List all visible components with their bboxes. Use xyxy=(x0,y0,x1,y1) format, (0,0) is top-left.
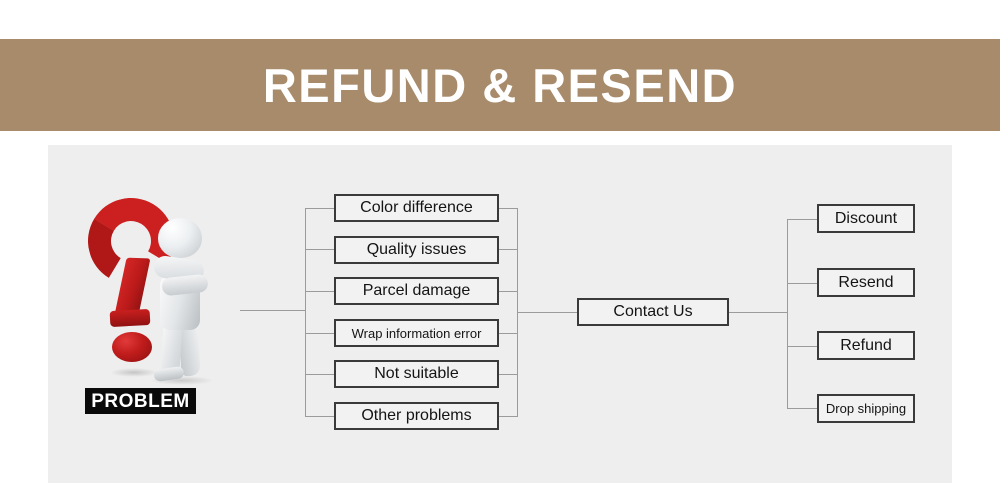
connector-problem-2-to-hub-trunk xyxy=(499,249,517,250)
connector-trunk-to-problem-5 xyxy=(305,374,334,375)
connector-problem-5-to-hub-trunk xyxy=(499,374,517,375)
connector-trunk-to-resolution-2 xyxy=(787,283,817,284)
problem-illustration xyxy=(78,188,248,420)
question-mark-stem-foot xyxy=(109,308,151,328)
connector-problem-6-to-hub-trunk xyxy=(499,416,517,417)
connector-resolution-trunk xyxy=(787,219,788,409)
person-arm-lower xyxy=(161,273,209,297)
connector-problem-3-to-hub-trunk xyxy=(499,291,517,292)
page-title: REFUND & RESEND xyxy=(262,58,738,112)
connector-trunk-to-problem-3 xyxy=(305,291,334,292)
problem-box-color-difference[interactable]: Color difference xyxy=(334,194,499,222)
question-mark-dot xyxy=(112,332,152,362)
connector-source-to-trunk xyxy=(240,310,305,311)
problem-box-quality-issues[interactable]: Quality issues xyxy=(334,236,499,264)
problem-label: PROBLEM xyxy=(85,388,196,414)
resolution-box-discount[interactable]: Discount xyxy=(817,204,915,233)
connector-problem-1-to-hub-trunk xyxy=(499,208,517,209)
connector-trunk-to-resolution-3 xyxy=(787,346,817,347)
person-head xyxy=(158,218,202,258)
resolution-box-refund[interactable]: Refund xyxy=(817,331,915,360)
person-shadow xyxy=(150,376,214,385)
connector-problem-trunk xyxy=(305,208,306,417)
question-mark-icon xyxy=(78,188,190,377)
problem-box-wrap-information-error[interactable]: Wrap information error xyxy=(334,319,499,347)
connector-trunk-to-problem-2 xyxy=(305,249,334,250)
resolution-box-drop-shipping[interactable]: Drop shipping xyxy=(817,394,915,423)
connector-hub-to-resolution-trunk xyxy=(729,312,787,313)
contact-us-box[interactable]: Contact Us xyxy=(577,298,729,326)
problem-box-other-problems[interactable]: Other problems xyxy=(334,402,499,430)
diagram-panel: PROBLEM Color difference Quality issues … xyxy=(48,145,952,483)
resolution-box-resend[interactable]: Resend xyxy=(817,268,915,297)
connector-trunk-to-resolution-4 xyxy=(787,408,817,409)
page-banner: REFUND & RESEND xyxy=(0,39,1000,131)
connector-hub-trunk-to-hub xyxy=(517,312,577,313)
problem-box-not-suitable[interactable]: Not suitable xyxy=(334,360,499,388)
connector-trunk-to-problem-1 xyxy=(305,208,334,209)
thinking-person-icon xyxy=(148,218,222,385)
connector-trunk-to-problem-4 xyxy=(305,333,334,334)
problem-box-parcel-damage[interactable]: Parcel damage xyxy=(334,277,499,305)
connector-trunk-to-resolution-1 xyxy=(787,219,817,220)
question-mark-shadow xyxy=(110,368,158,377)
connector-trunk-to-problem-6 xyxy=(305,416,334,417)
connector-problem-4-to-hub-trunk xyxy=(499,333,517,334)
